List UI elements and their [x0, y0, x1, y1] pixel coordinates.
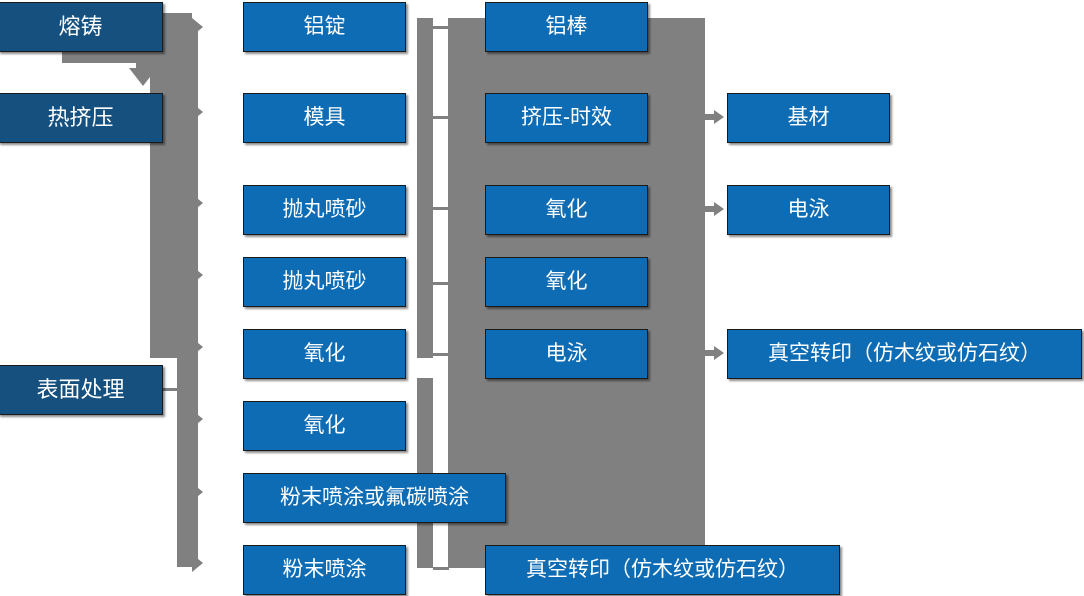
stage-box-rejiya[interactable]: 热挤压: [0, 93, 163, 143]
process-box-ludian[interactable]: 铝锭: [243, 2, 406, 52]
subprocess-box-dianyong[interactable]: 电泳: [485, 329, 648, 379]
collector-link-6: [433, 567, 449, 570]
process-box-yanghua-1[interactable]: 氧化: [243, 329, 406, 379]
process-box-yanghua-2[interactable]: 氧化: [243, 401, 406, 451]
arrow-to-output-3: [705, 346, 724, 360]
collector-link-1: [433, 26, 449, 29]
stage-box-biaomianchuli[interactable]: 表面处理: [0, 365, 163, 415]
collector-link-3: [433, 207, 449, 210]
collector-link-2: [433, 116, 449, 119]
process-box-fenmopentu-huotanpentu[interactable]: 粉末喷涂或氟碳喷涂: [243, 473, 506, 523]
stage-box-rongzhu[interactable]: 熔铸: [0, 2, 163, 52]
subprocess-box-zhenkongzhuanyin[interactable]: 真空转印（仿木纹或仿石纹）: [485, 545, 840, 595]
subprocess-box-lubang[interactable]: 铝棒: [485, 2, 648, 52]
output-box-dianyong[interactable]: 电泳: [727, 185, 890, 235]
collector-link-4: [433, 282, 449, 285]
collector-link-5: [433, 353, 449, 356]
arrow-to-output-1: [705, 110, 724, 124]
process-box-fenmopentu[interactable]: 粉末喷涂: [243, 545, 406, 595]
process-box-paowanpensha-2[interactable]: 抛丸喷砂: [243, 257, 406, 307]
subprocess-box-jiya-shixiao[interactable]: 挤压-时效: [485, 93, 648, 143]
stage1-to-stage2-arrow: [62, 49, 157, 86]
process-box-muju[interactable]: 模具: [243, 93, 406, 143]
arrow-to-output-2: [705, 202, 724, 216]
stage3-link-line: [163, 388, 179, 391]
output-box-jicai[interactable]: 基材: [727, 93, 890, 143]
process-collector-upper: [417, 18, 433, 358]
subprocess-box-yanghua-1[interactable]: 氧化: [485, 185, 648, 235]
output-box-zhenkongzhuanyin[interactable]: 真空转印（仿木纹或仿石纹）: [727, 329, 1082, 379]
subprocess-box-yanghua-2[interactable]: 氧化: [485, 257, 648, 307]
process-box-paowanpensha-1[interactable]: 抛丸喷砂: [243, 185, 406, 235]
